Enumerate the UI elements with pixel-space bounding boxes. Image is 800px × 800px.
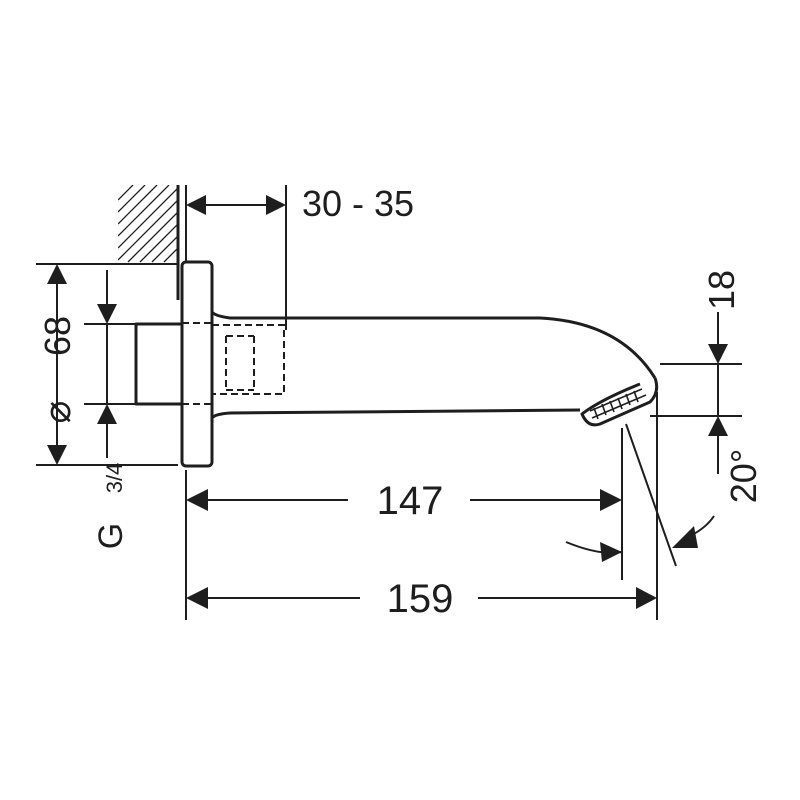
dim-spout-length [185,428,623,620]
aerator-outlet [580,377,659,427]
label-outlet-height: 18 [701,270,742,310]
dim-thread [84,270,136,458]
label-flange-diameter-value: 68 [37,316,78,356]
dim-outlet-angle [565,423,715,567]
label-spout-length: 147 [377,479,444,523]
label-outlet-angle: 20° [723,449,764,503]
wall-hatch [118,185,178,263]
label-thread-size: 3/4 [102,463,127,494]
hidden-inner-pipe [182,322,285,405]
label-thread-prefix: G [92,523,130,549]
wall-flange [180,260,214,468]
connector-nipple [134,322,182,406]
spout-outline [134,260,659,468]
aerator-grille [589,388,647,420]
label-flange-diameter-symbol: ⌀ [37,401,79,424]
dim-flange-diameter [36,263,178,466]
spout-tube-bottom [210,408,581,420]
label-wall-projection: 30 - 35 [302,183,414,224]
label-overall-length: 159 [387,577,454,621]
dim-wall-projection [185,185,287,330]
dim-outlet-height [650,312,742,474]
spout-tube [210,310,657,379]
dim-overall-length [186,392,658,620]
